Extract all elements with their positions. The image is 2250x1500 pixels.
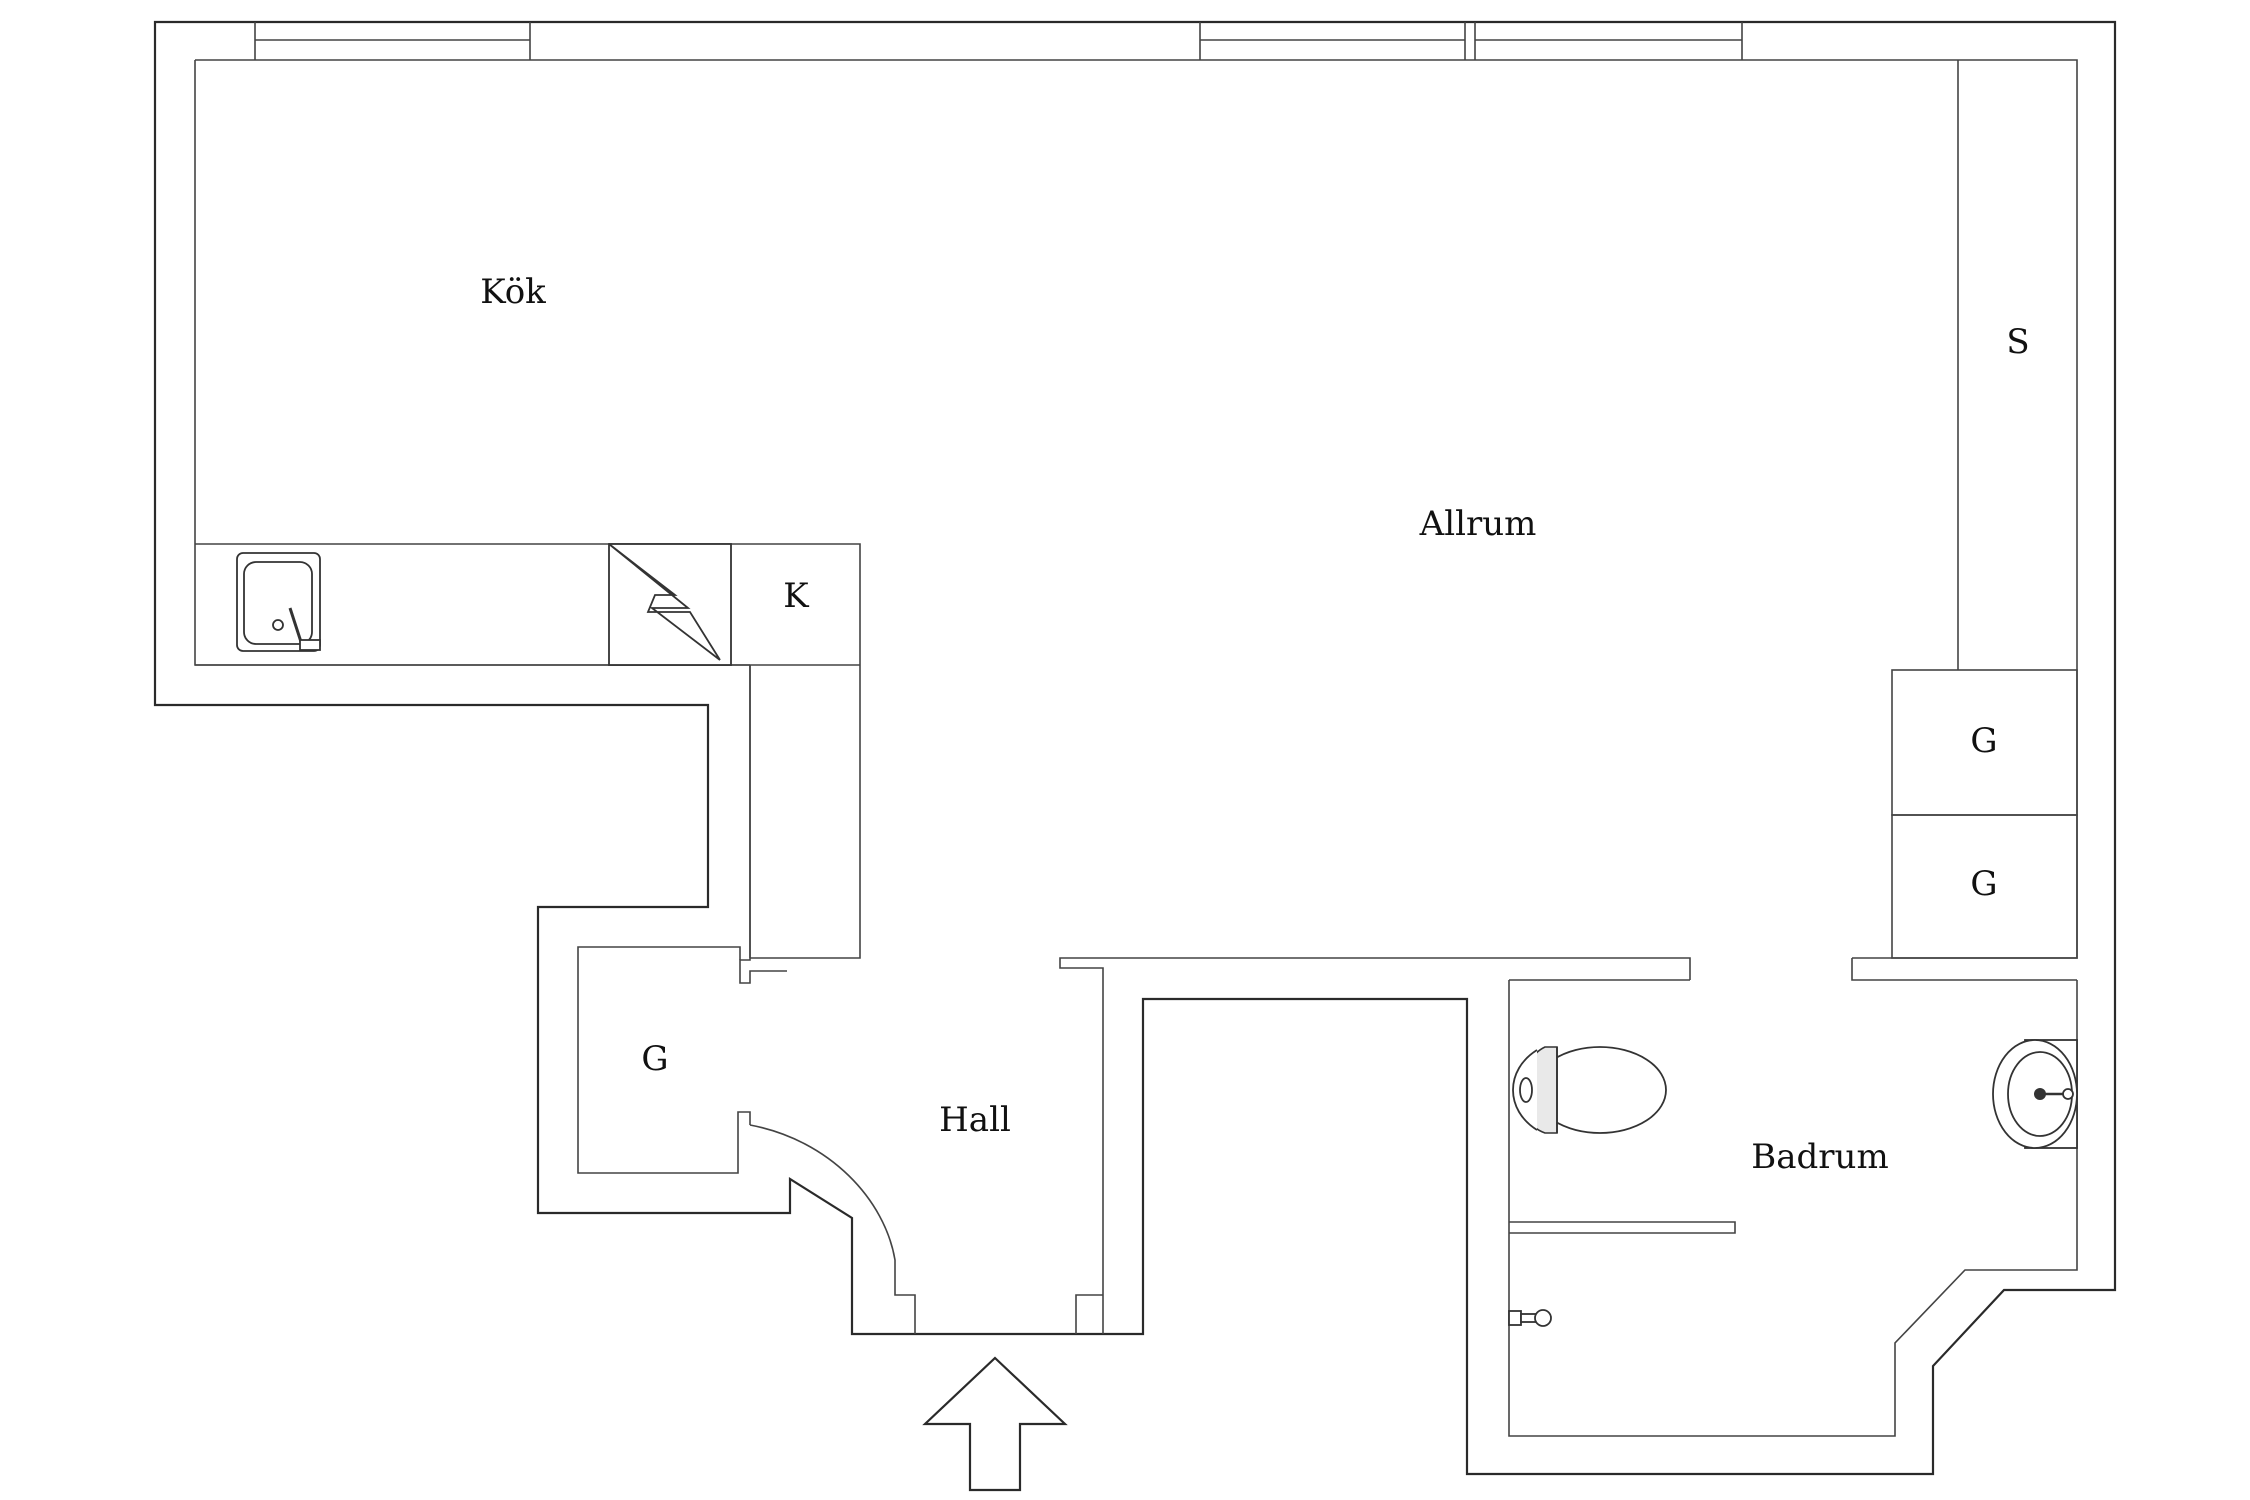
washbasin-icon	[1992, 1039, 2078, 1149]
stove-icon	[608, 543, 732, 666]
bath-partition	[1509, 1221, 1736, 1234]
storage-label-g-lower: G	[1970, 864, 1997, 904]
windows	[254, 22, 1743, 60]
outer-wall	[153, 20, 2117, 1476]
kitchen-counter	[195, 543, 861, 959]
inner-wall-bath	[1508, 979, 2078, 1437]
door-swing-arc	[749, 1124, 916, 1334]
storage-label-g-upper: G	[1970, 721, 1997, 761]
inner-wall-corridor	[739, 665, 787, 984]
faucet-icon	[1508, 1309, 1552, 1327]
inner-wall-hall-east	[1059, 957, 1691, 1334]
storage-label-k: K	[783, 576, 809, 616]
room-label-kok: Kök	[480, 272, 546, 312]
inner-wall-hall-west	[577, 946, 751, 1174]
inner-wall-bath-top	[1851, 958, 2077, 981]
toilet-icon	[1512, 1046, 1667, 1134]
entrance-arrow-icon	[922, 1356, 1068, 1492]
inner-wall-main	[195, 59, 2078, 959]
room-label-allrum: Allrum	[1419, 504, 1537, 544]
storage-label-s: S	[2006, 322, 2029, 362]
wardrobe-east	[1891, 60, 2078, 959]
inner-wall-hall-east-jamb	[1075, 1294, 1103, 1334]
room-label-hall: Hall	[939, 1100, 1011, 1140]
storage-label-g-hall: G	[641, 1039, 668, 1079]
kitchen-sink-icon	[236, 552, 321, 652]
room-label-badrum: Badrum	[1751, 1137, 1888, 1177]
